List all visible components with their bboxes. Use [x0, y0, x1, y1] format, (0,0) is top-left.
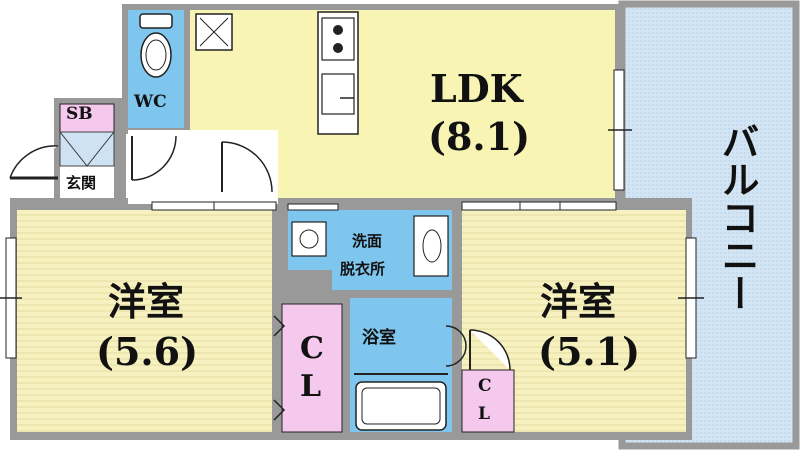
toilet-seat: [145, 39, 167, 71]
closet-left-c: C: [300, 331, 324, 366]
ldk-name: LDK: [430, 66, 523, 111]
fridge-cross: [199, 17, 229, 47]
ldk-size: (8.1): [428, 114, 531, 159]
closet-left-l: L: [300, 369, 322, 404]
entrance-line: [86, 131, 115, 167]
entrance-tile: [59, 131, 115, 167]
closet-right: [461, 369, 515, 433]
room-sb: [59, 103, 115, 133]
bathroom-door-swing: [445, 325, 467, 367]
washing-machine: [291, 221, 327, 257]
bathroom-label: 浴室: [362, 328, 396, 348]
washroom-label-1: 洗面: [352, 232, 383, 250]
balcony-label: バルコニー: [715, 122, 760, 312]
closet-left-door: [273, 315, 286, 337]
wash-basin: [413, 215, 449, 277]
western-left-size: (5.6): [96, 329, 199, 374]
stove: [321, 17, 355, 61]
ldk-door-swing: [221, 141, 273, 193]
sb-label: SB: [66, 104, 93, 124]
closet-left-door: [273, 399, 286, 421]
bathtub: [355, 381, 447, 431]
western-right-name: 洋室: [540, 279, 617, 324]
wc-door-swing: [131, 135, 177, 181]
bathtub-inner: [361, 387, 441, 425]
entrance-door-swing: [9, 145, 59, 179]
washroom-door: [287, 203, 339, 211]
kitchen-sink: [321, 73, 355, 115]
room-western-left: [17, 210, 272, 432]
washroom-notch: [288, 270, 332, 296]
closet-right-c: C: [478, 376, 492, 396]
washroom-label-2: 脱衣所: [340, 260, 386, 278]
toilet-tank: [139, 13, 173, 29]
closet-right-door-swing: [469, 329, 511, 371]
burner-icon: [333, 43, 343, 53]
right-room-door: [461, 201, 617, 211]
entrance-label: 玄関: [66, 174, 97, 192]
basin-bowl: [422, 229, 442, 263]
closet-left: [281, 303, 343, 433]
western-left-name: 洋室: [108, 279, 185, 324]
burner-icon: [333, 25, 343, 35]
closet-right-l: L: [478, 404, 490, 424]
western-right-size: (5.1): [538, 329, 641, 374]
washing-machine-drain: [299, 229, 319, 249]
toilet-bowl: [140, 32, 172, 78]
entrance-line: [59, 131, 88, 167]
wc-label: WC: [134, 92, 167, 112]
